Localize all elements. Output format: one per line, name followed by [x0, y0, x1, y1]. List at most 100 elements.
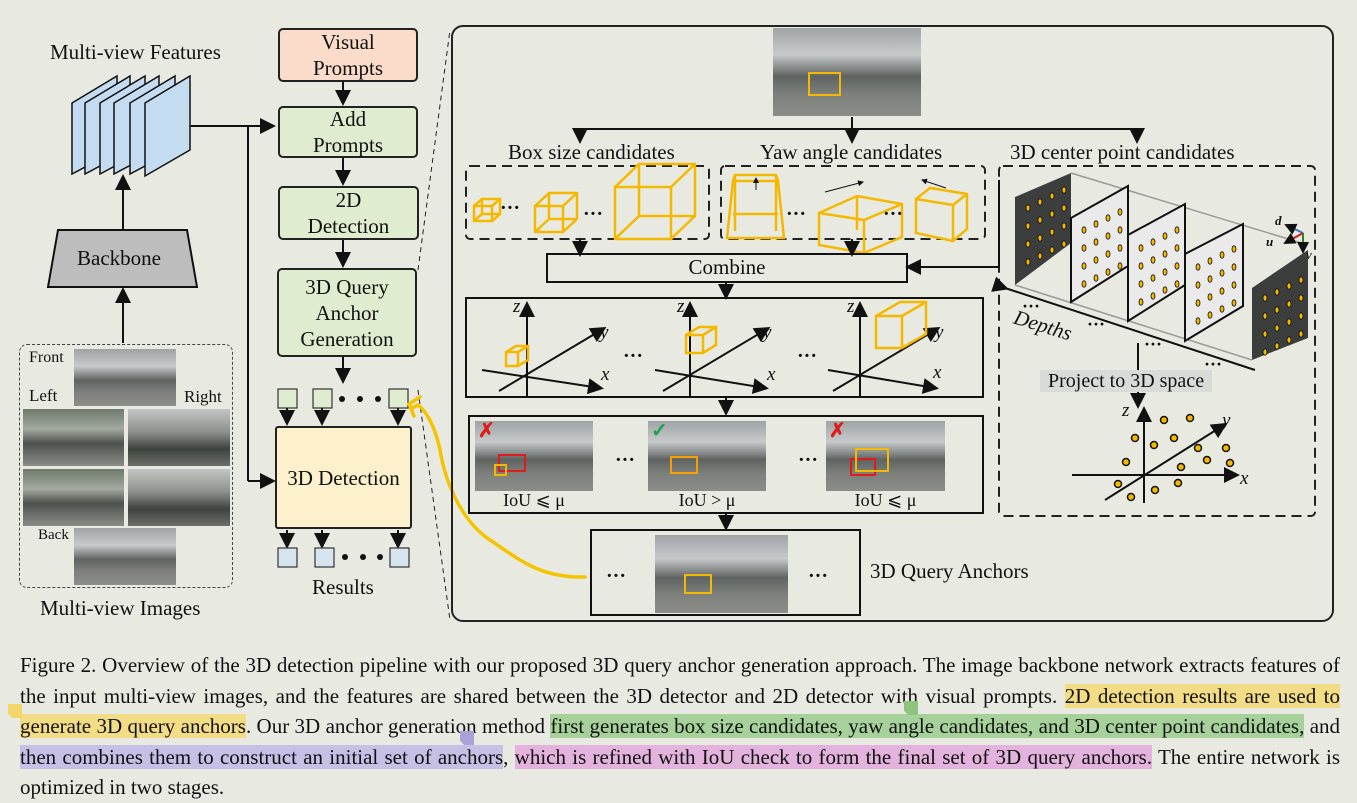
projected-point-dot — [1126, 492, 1136, 502]
center-point-dot — [1150, 274, 1156, 282]
center-point-dot — [1117, 226, 1123, 234]
view-label-back: Back — [38, 527, 69, 543]
result-square — [314, 547, 335, 568]
center-point-dot — [1150, 292, 1156, 300]
center-point-dot — [1037, 252, 1043, 260]
depth-planes-icon — [991, 172, 1309, 371]
center-point-dot — [1117, 262, 1123, 270]
center-point-dot — [1117, 244, 1123, 252]
projected-point-dot — [1221, 443, 1231, 453]
center-point-dot — [1138, 244, 1144, 252]
back-right-camera-image — [128, 469, 230, 526]
iou-label: IoU ⩽ μ — [854, 490, 917, 510]
input-front-image — [773, 28, 921, 116]
center-point-dot — [1025, 240, 1031, 248]
center-point-dots — [1025, 186, 1304, 356]
annotation-note-icon[interactable] — [904, 701, 918, 715]
axis-label-v: v — [1306, 247, 1312, 262]
center-point-dot — [1049, 246, 1055, 254]
final-anchor-cube-overlay — [684, 574, 712, 594]
center-point-dot — [1081, 226, 1087, 234]
box-size-cube-icons — [472, 162, 697, 241]
axis-label-z: z — [677, 296, 685, 317]
center-point-dot — [1274, 306, 1280, 314]
center-point-dot — [1162, 232, 1168, 240]
accept-mark-icon: ✓ — [651, 420, 668, 442]
projected-point-dot — [1185, 413, 1195, 423]
center-point-dot — [1150, 238, 1156, 246]
highlight-green[interactable]: first generates box size candidates, yaw… — [550, 714, 1305, 738]
center-point-dot — [1093, 238, 1099, 246]
center-point-dot — [1298, 312, 1304, 320]
2d-detection-box: 2D Detection — [278, 186, 419, 240]
center-point-title: 3D center point candidates — [1010, 140, 1235, 164]
iou-candidate-image — [648, 421, 766, 491]
axis-label-y: y — [1222, 410, 1231, 431]
center-point-dot — [1162, 268, 1168, 276]
annotation-note-icon[interactable] — [8, 704, 22, 718]
center-point-dot — [1219, 269, 1225, 277]
feature-maps-icon — [71, 74, 191, 178]
visual-prompts-box: Visual Prompts — [278, 28, 418, 82]
svg-text:···: ··· — [606, 565, 626, 587]
gt-box-red — [498, 454, 526, 472]
center-point-dot — [1150, 256, 1156, 264]
center-point-dot — [1049, 210, 1055, 218]
center-point-dot — [1174, 226, 1180, 234]
iou-candidate-image — [475, 421, 593, 491]
annotation-note-icon[interactable] — [460, 731, 474, 745]
axis-label-y: y — [600, 322, 609, 343]
projected-point-dot — [1149, 440, 1159, 450]
center-point-dot — [1138, 262, 1144, 270]
projected-point-dot — [1202, 455, 1212, 465]
results-label: Results — [312, 575, 374, 599]
reject-mark-icon: ✗ — [829, 420, 846, 442]
center-point-dot — [1138, 298, 1144, 306]
axis-label-x: x — [1240, 468, 1249, 489]
anchor-box-yellow — [855, 448, 889, 472]
center-point-dot — [1195, 317, 1201, 325]
svg-text:···: ··· — [1022, 296, 1040, 316]
yaw-angle-cube-icons — [725, 173, 969, 255]
center-point-dot — [1195, 263, 1201, 271]
front-camera-image — [74, 349, 176, 406]
svg-text:···: ··· — [623, 345, 643, 367]
center-point-dot — [1025, 204, 1031, 212]
highlight-purple[interactable]: then combines them to construct an initi… — [20, 744, 504, 769]
iou-label: IoU > μ — [678, 490, 736, 510]
highlight-magenta[interactable]: which is refined with IoU check to form … — [514, 744, 1153, 769]
front-right-camera-image — [128, 409, 230, 466]
center-point-dot — [1195, 281, 1201, 289]
result-square — [389, 547, 410, 568]
anchor-box-yellow — [494, 464, 507, 476]
projected-point-dot — [1121, 457, 1131, 467]
axis-label-x: x — [601, 364, 610, 385]
anchor-generation-diagram: ··· ··· ··· ··· ··· ··· ··· ··· ··· ··· — [465, 117, 1316, 616]
center-point-dot — [1262, 330, 1268, 338]
projected-point-dot — [1193, 443, 1203, 453]
center-point-dot — [1025, 258, 1031, 266]
view-label-front: Front — [29, 349, 64, 366]
backbone-label: Backbone — [77, 246, 161, 270]
gt-box-red — [850, 458, 876, 476]
center-point-dot — [1274, 342, 1280, 350]
center-point-dot — [1207, 293, 1213, 301]
center-point-dot — [1231, 263, 1237, 271]
center-point-dot — [1231, 281, 1237, 289]
axes-icons — [481, 301, 941, 398]
center-point-dot — [1262, 348, 1268, 356]
axis-label-y: y — [935, 322, 944, 343]
figure-caption: Figure 2. Overview of the 3D detection p… — [20, 653, 1341, 799]
center-point-dot — [1162, 250, 1168, 258]
anchor-generation-box: 3D Query Anchor Generation — [277, 268, 417, 357]
center-point-dot — [1037, 216, 1043, 224]
projected-point-dot — [1169, 433, 1179, 443]
backbone-shape — [46, 229, 199, 288]
center-point-dot — [1174, 280, 1180, 288]
svg-text:···: ··· — [1144, 334, 1162, 354]
svg-text:···: ··· — [797, 345, 817, 367]
svg-text:···: ··· — [798, 449, 818, 471]
query-anchors-box — [590, 529, 861, 616]
svg-text:···: ··· — [786, 203, 806, 225]
center-point-dot — [1207, 257, 1213, 265]
